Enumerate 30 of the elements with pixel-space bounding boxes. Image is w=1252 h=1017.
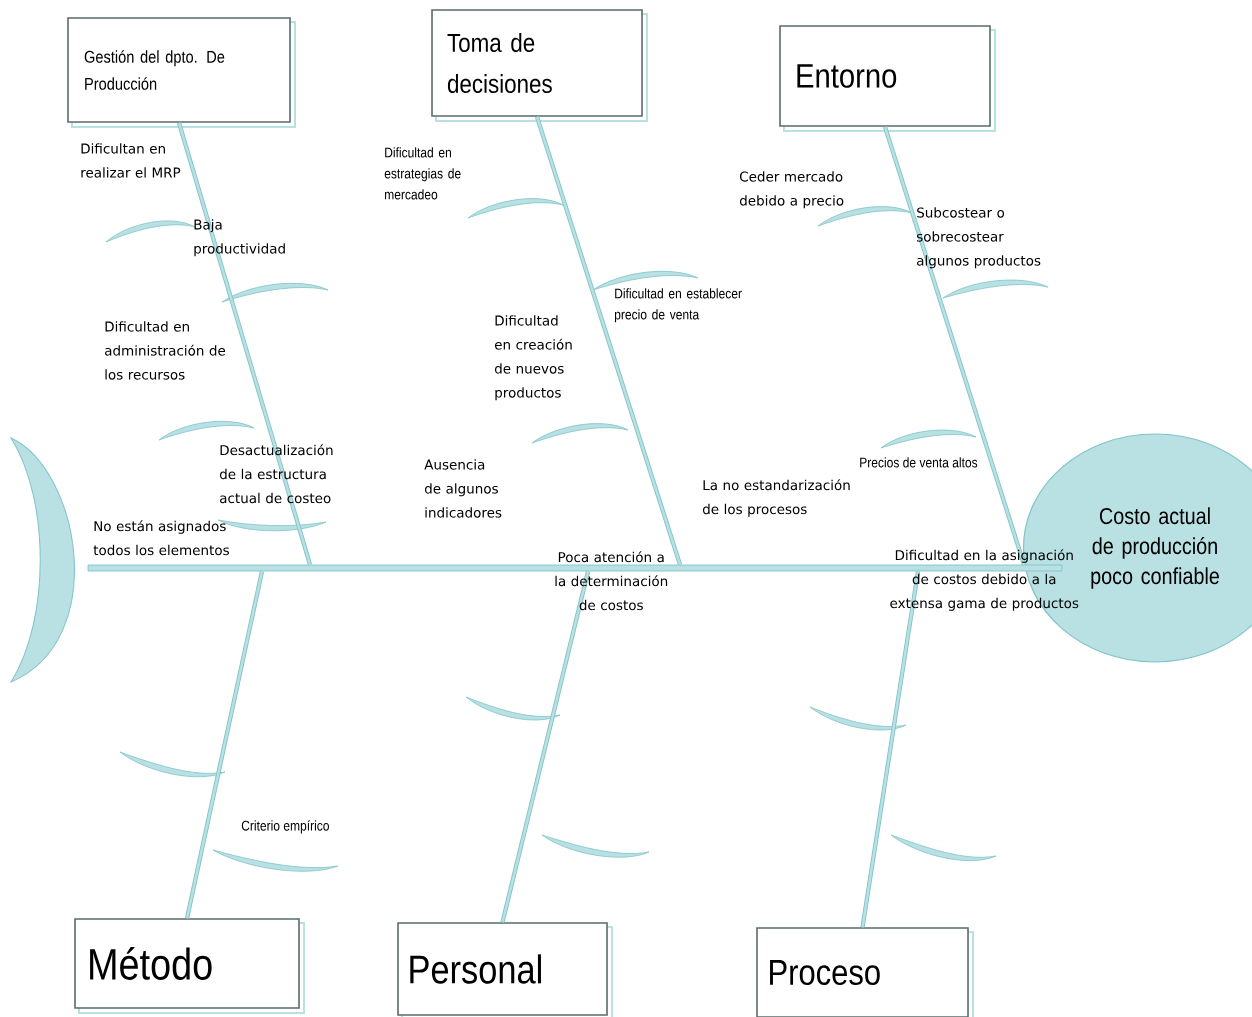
cause-label: Dificultad en establecer precio de venta	[615, 288, 742, 323]
fish-bone	[176, 122, 313, 566]
cause-label: La no estandarización de los procesos	[702, 479, 850, 517]
tail-crescent	[10, 437, 75, 683]
fish-bone	[500, 570, 591, 923]
category-box: Método	[74, 918, 305, 1014]
category-box: Proceso	[756, 927, 974, 1017]
category-box: Gestión del dpto. De Producción	[67, 17, 296, 128]
category-box: Personal	[397, 922, 613, 1017]
cause-label: Criterio empírico	[241, 820, 329, 834]
cause-label: Ausencia de algunos indicadores	[424, 459, 502, 518]
fish-bone	[882, 126, 1027, 566]
spine-bar	[87, 564, 1063, 572]
fish-bone	[534, 116, 683, 566]
cause-label: Desactualización de la estructura actual de costeo	[219, 444, 333, 504]
cause-label: Dificultad en administración de los recursos	[105, 321, 226, 380]
cause-label: Dificultad en la asignación de costos debido a la extensa gama de productos	[890, 549, 1079, 611]
cause-label: Dificultad en estrategias de mercadeo	[384, 147, 461, 200]
cause-label: No están asignados todos los elementos	[93, 520, 229, 556]
cause-label: Ceder mercado debido a precio	[739, 171, 844, 209]
cause-label: Baja productividad	[194, 219, 285, 257]
cause-label: Poca atención a la determinación de costos	[555, 551, 668, 611]
fish-bone	[860, 571, 921, 928]
category-box: Toma de decisiones	[431, 9, 648, 122]
cause-label: Precios de venta altos	[860, 457, 978, 468]
fish-bone	[184, 571, 265, 919]
cause-label: Dificultad en creación de nuevos productos	[494, 315, 572, 401]
category-box: Entorno	[779, 25, 996, 132]
cause-label: Dificultan en realizar el MRP	[81, 143, 181, 178]
cause-label: Subcostear o sobrecostear algunos productos	[916, 207, 1041, 269]
